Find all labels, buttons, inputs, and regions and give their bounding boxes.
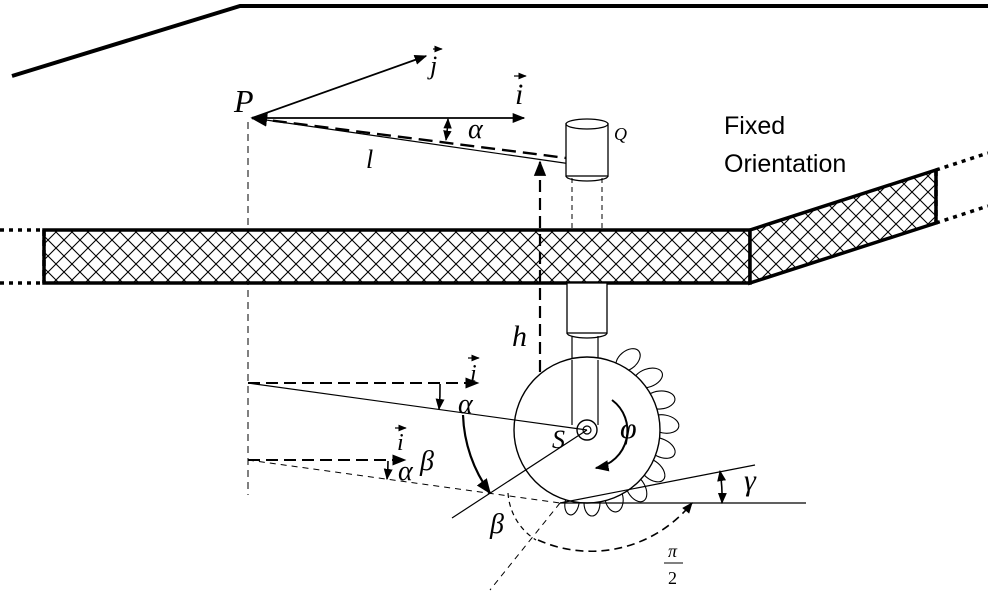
- label-alpha-low: α: [398, 456, 414, 487]
- label-h: h: [512, 320, 527, 353]
- frame-beam: [42, 228, 752, 285]
- vector-i-label-mid: i: [468, 354, 480, 387]
- label-beta-left: β: [419, 446, 434, 477]
- label-gamma: γ: [744, 464, 757, 497]
- j-axis-arrow: [251, 55, 428, 119]
- label-s: S: [552, 425, 565, 454]
- label-two: 2: [668, 568, 677, 588]
- normal-line: [451, 429, 588, 519]
- beta-arc-left: [461, 414, 491, 495]
- phi-arc: [594, 399, 629, 472]
- label-pi-over-2: π 2: [664, 541, 683, 588]
- l-dimension-line: [250, 113, 584, 165]
- label-i-vector-low: i: [397, 430, 404, 456]
- label-j-vector: j: [427, 51, 437, 80]
- label-alpha-top: α: [468, 114, 484, 145]
- wheel-shaft-bottom: [566, 332, 608, 339]
- alpha-arc-low: [383, 460, 393, 481]
- q-joint: [565, 118, 609, 182]
- vector-i-label-low: i: [395, 424, 407, 456]
- ground-slope-line: [11, 4, 988, 78]
- alpha-arc-top: [443, 117, 452, 142]
- vector-j-label: j: [427, 45, 443, 80]
- p-to-s-line: [247, 382, 588, 431]
- alpha-arc-mid: [435, 383, 445, 411]
- beta-arc-low: [507, 492, 537, 541]
- label-q: Q: [614, 124, 627, 144]
- gamma-arc: [717, 469, 727, 505]
- vector-i-label-top: i: [514, 72, 527, 111]
- annotation-line-1: Fixed: [724, 112, 785, 140]
- label-i-vector-mid: i: [470, 361, 477, 387]
- slope-dashed-line: [247, 459, 561, 504]
- inclined-extension-bottom: [935, 204, 988, 225]
- label-beta-low: β: [489, 509, 504, 540]
- label-i-vector-top: i: [515, 78, 523, 111]
- label-p: P: [233, 83, 254, 119]
- annotation-line-2: Orientation: [724, 150, 846, 178]
- normal-dashed-extension: [489, 502, 561, 591]
- right-angle-arc: [537, 502, 693, 553]
- label-l: l: [366, 145, 373, 174]
- label-pi: π: [668, 541, 678, 561]
- label-phi: φ: [620, 412, 637, 445]
- inclined-extension-top: [935, 151, 988, 172]
- frame-beam-inclined: [748, 167, 938, 286]
- wheel-shaft: [566, 282, 608, 334]
- label-alpha-mid: α: [458, 389, 474, 420]
